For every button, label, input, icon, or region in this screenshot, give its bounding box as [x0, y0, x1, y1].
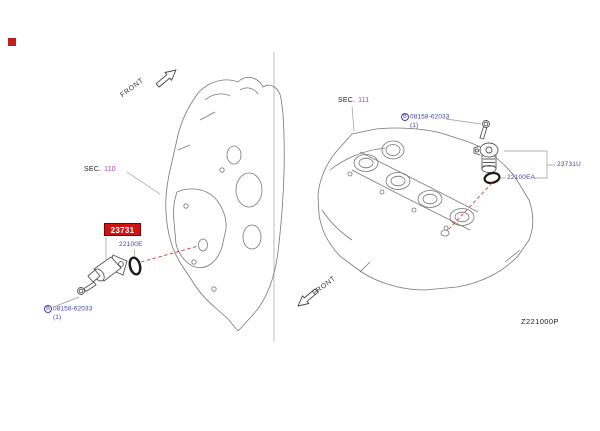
bolt-drawing-left: [77, 281, 97, 295]
selection-marker: [8, 38, 16, 46]
bolt-quantity: (1): [53, 314, 62, 321]
bolt-part-number: 08158-62033: [53, 305, 93, 313]
oring-part-callout-left[interactable]: 22100E: [119, 241, 143, 248]
crankshaft-position-sensor-drawing: [87, 254, 128, 283]
engine-block-drawing-left: [165, 77, 285, 332]
section-label: SEC.: [84, 166, 102, 173]
section-number: 110: [104, 166, 116, 173]
section-ref-right[interactable]: SEC.111: [338, 97, 369, 105]
o-ring-drawing-right: [483, 171, 501, 185]
section-number: 111: [358, 97, 370, 104]
leader-lines: [55, 105, 555, 307]
cam-towers: [353, 154, 475, 226]
bolt-drawing-right: [479, 120, 490, 140]
front-arrows: [155, 69, 319, 307]
locator-dashed-lines: [140, 182, 493, 263]
sensor-mounting-hole-left: [198, 238, 208, 252]
diagram-code: Z221000P: [521, 317, 559, 326]
section-label: SEC.: [338, 97, 356, 104]
red-dashed-left: [140, 245, 199, 263]
bolt-part-number: 08158-62033: [410, 113, 450, 121]
bolt-prefix-badge: B: [44, 305, 52, 313]
highlighted-part-callout[interactable]: 23731: [104, 223, 141, 236]
sensor-part-callout-right[interactable]: 23731U: [557, 161, 581, 168]
bolt-prefix-badge: B: [401, 113, 409, 121]
section-ref-left[interactable]: SEC.110: [84, 166, 116, 174]
o-ring-drawing-left: [128, 256, 142, 276]
front-arrow-left: [155, 69, 177, 88]
bolt-quantity: (1): [410, 122, 419, 129]
front-arrow-right: [297, 288, 319, 307]
oring-part-callout-right[interactable]: 22100EA: [507, 174, 536, 181]
red-dashed-right: [446, 182, 493, 232]
engine-cylinder-head-drawing: [317, 127, 534, 291]
camshaft-position-sensor-drawing: [473, 142, 499, 173]
sensor-mounting-hole-right: [440, 229, 450, 237]
